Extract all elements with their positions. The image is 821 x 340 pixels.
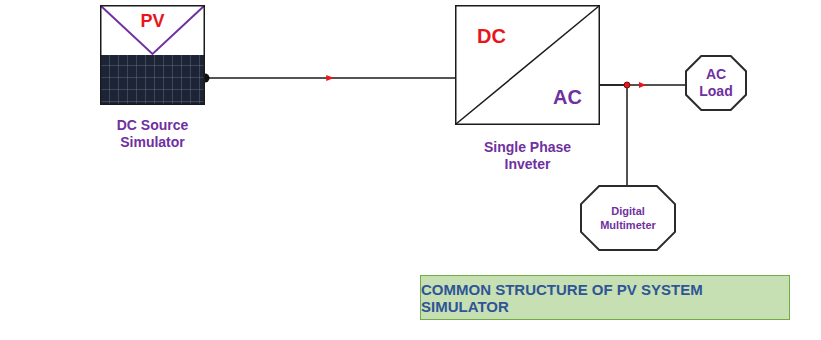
box-outline bbox=[101, 6, 205, 105]
source-caption: DC Source Simulator bbox=[98, 117, 208, 151]
junction-dot bbox=[624, 82, 630, 88]
ac-label: AC bbox=[553, 86, 582, 109]
inverter-caption: Single Phase Inveter bbox=[468, 139, 588, 173]
connector bbox=[600, 85, 627, 185]
octagon-node: AC Load bbox=[685, 55, 747, 111]
dc-label: DC bbox=[477, 25, 506, 48]
octagon bbox=[686, 56, 746, 110]
octagon-text: Digital Multimeter bbox=[587, 204, 669, 232]
solar-cells bbox=[100, 55, 205, 105]
inverter-box: DCACSingle Phase Inveter bbox=[455, 5, 600, 125]
pv-source-box: PVDC Source Simulator bbox=[100, 5, 205, 105]
octagon-outline bbox=[580, 185, 676, 251]
caption-banner: COMMON STRUCTURE OF PV SYSTEM SIMULATOR bbox=[420, 275, 790, 320]
connector bbox=[205, 77, 455, 79]
octagon-node: Digital Multimeter bbox=[580, 185, 676, 251]
diagonal bbox=[456, 6, 599, 124]
octagon bbox=[581, 186, 675, 250]
v-mark bbox=[101, 6, 204, 54]
box-outline bbox=[456, 6, 600, 125]
pv-label: PV bbox=[100, 11, 205, 32]
octagon-text: AC Load bbox=[692, 66, 740, 100]
panel-top bbox=[100, 5, 205, 55]
